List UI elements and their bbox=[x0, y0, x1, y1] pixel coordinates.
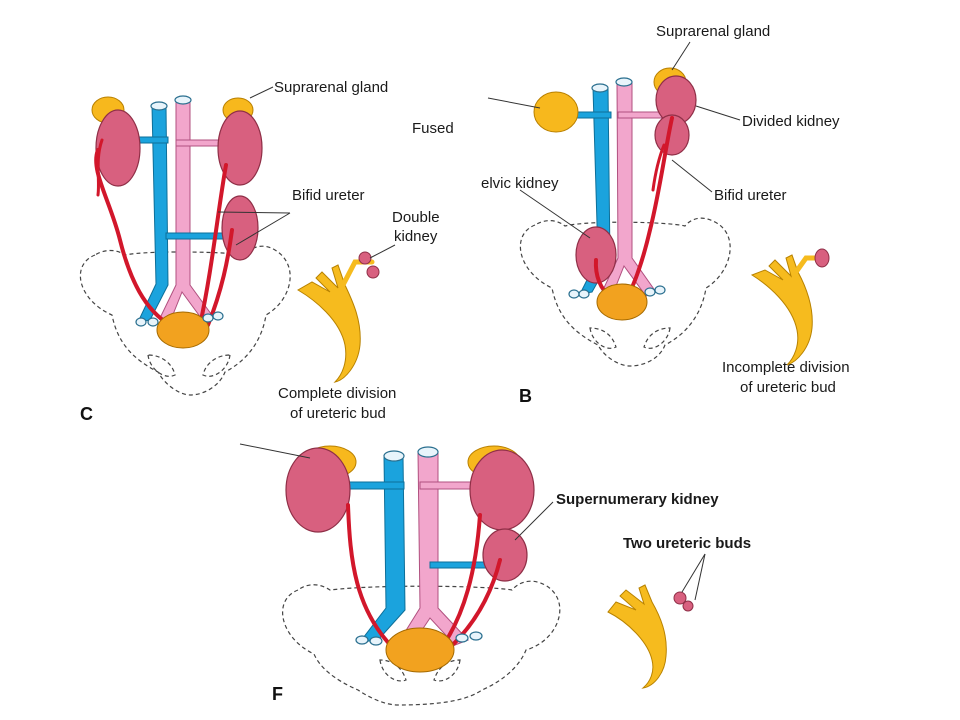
label-double-kidney-2: kidney bbox=[394, 228, 438, 245]
renal-vessel-lower bbox=[429, 561, 493, 569]
leader-bifid bbox=[671, 159, 713, 193]
kidney-left bbox=[95, 109, 141, 187]
iliac-end bbox=[212, 311, 224, 321]
panel-f: Supernumerary kidney Two ureteric buds F bbox=[239, 443, 751, 706]
leader-two-buds bbox=[681, 553, 706, 593]
obturator-foramen bbox=[643, 327, 671, 349]
obturator-foramen bbox=[433, 659, 461, 682]
bladder bbox=[596, 283, 648, 321]
caption-b-2: of ureteric bud bbox=[740, 379, 836, 396]
label-fused: Fused bbox=[412, 120, 454, 137]
pelvic-kidney bbox=[575, 226, 617, 284]
label-bifid-ureter: Bifid ureter bbox=[292, 187, 365, 204]
bifid-ureter-upper bbox=[626, 116, 674, 298]
obturator-foramen bbox=[379, 659, 407, 682]
kidney-right bbox=[217, 110, 263, 186]
ivc-opening bbox=[383, 450, 405, 462]
obturator-foramen bbox=[147, 354, 176, 377]
iliac-end bbox=[369, 636, 383, 646]
leader-two-buds bbox=[694, 553, 706, 601]
panel-letter-f: F bbox=[272, 684, 283, 704]
obturator-foramen bbox=[202, 354, 231, 377]
iliac-end bbox=[469, 631, 483, 641]
iliac-end bbox=[654, 285, 666, 295]
bud-kidney-lower bbox=[366, 265, 380, 279]
iliac-end bbox=[202, 313, 214, 323]
iliac-end bbox=[568, 289, 580, 299]
bifid-ureter-left bbox=[96, 138, 104, 197]
bud-kidney-lower bbox=[682, 600, 694, 612]
leader-bifid bbox=[217, 211, 291, 214]
bud-kidney-upper bbox=[673, 591, 687, 605]
leader-bifid bbox=[235, 212, 291, 246]
panel-letter-b: B bbox=[519, 386, 532, 406]
bud-kidney bbox=[814, 248, 830, 268]
bladder bbox=[156, 311, 210, 349]
bud-branch bbox=[793, 255, 821, 275]
ureter-right-lower bbox=[206, 228, 234, 327]
leader-suprarenal bbox=[671, 41, 691, 71]
label-supernumerary-kidney: Supernumerary kidney bbox=[556, 491, 719, 508]
caption-c-2: of ureteric bud bbox=[290, 405, 386, 422]
panel-letter-c: C bbox=[80, 404, 93, 424]
leader-left-kidney bbox=[239, 443, 311, 459]
caption-c-1: Complete division bbox=[278, 385, 396, 402]
leader-pelvic bbox=[519, 189, 591, 239]
iliac-end bbox=[355, 635, 369, 645]
leader-suprarenal bbox=[249, 86, 274, 99]
label-divided-kidney: Divided kidney bbox=[742, 113, 840, 130]
ureter-left bbox=[346, 503, 397, 652]
caption-b-1: Incomplete division bbox=[722, 359, 850, 376]
iliac-end bbox=[455, 633, 469, 643]
label-suprarenal-gland: Suprarenal gland bbox=[274, 79, 388, 96]
aorta-opening bbox=[615, 77, 633, 87]
panel-c: Suprarenal gland Bifid ureter Double kid… bbox=[79, 79, 440, 424]
kidney-left bbox=[285, 447, 351, 533]
ivc-opening bbox=[591, 83, 609, 93]
panel-b: Suprarenal gland Fused Divided kidney el… bbox=[412, 23, 850, 406]
bifid-ureter-lower bbox=[651, 143, 666, 192]
aorta-opening bbox=[417, 446, 439, 458]
obturator-foramen bbox=[589, 327, 617, 349]
leader-divided bbox=[695, 105, 741, 121]
iliac-end bbox=[147, 317, 159, 327]
fused-kidney-gland bbox=[533, 91, 579, 133]
ureter-right-upper bbox=[198, 163, 228, 327]
bud-kidney-upper bbox=[358, 251, 372, 265]
label-suprarenal-gland: Suprarenal gland bbox=[656, 23, 770, 40]
aorta bbox=[399, 451, 469, 646]
ivc-opening bbox=[150, 101, 168, 111]
ureteric-bud-double bbox=[607, 584, 667, 689]
label-pelvic-kidney: elvic kidney bbox=[481, 175, 559, 192]
iliac-end bbox=[578, 289, 590, 299]
ureteric-bud-incomplete bbox=[750, 254, 813, 366]
iliac-end bbox=[135, 317, 147, 327]
leader-supernumerary bbox=[514, 501, 554, 541]
iliac-end bbox=[644, 287, 656, 297]
leader-fused bbox=[487, 97, 541, 109]
bladder bbox=[385, 627, 455, 673]
label-bifid-ureter: Bifid ureter bbox=[714, 187, 787, 204]
supernumerary-kidney bbox=[482, 528, 528, 582]
label-double-kidney-1: Double bbox=[392, 209, 440, 226]
ureteric-bud-complete bbox=[297, 264, 361, 383]
aorta bbox=[159, 99, 215, 323]
aorta-opening bbox=[174, 95, 192, 105]
leader-double-kidney bbox=[369, 244, 396, 259]
label-two-ureteric-buds: Two ureteric buds bbox=[623, 535, 751, 552]
